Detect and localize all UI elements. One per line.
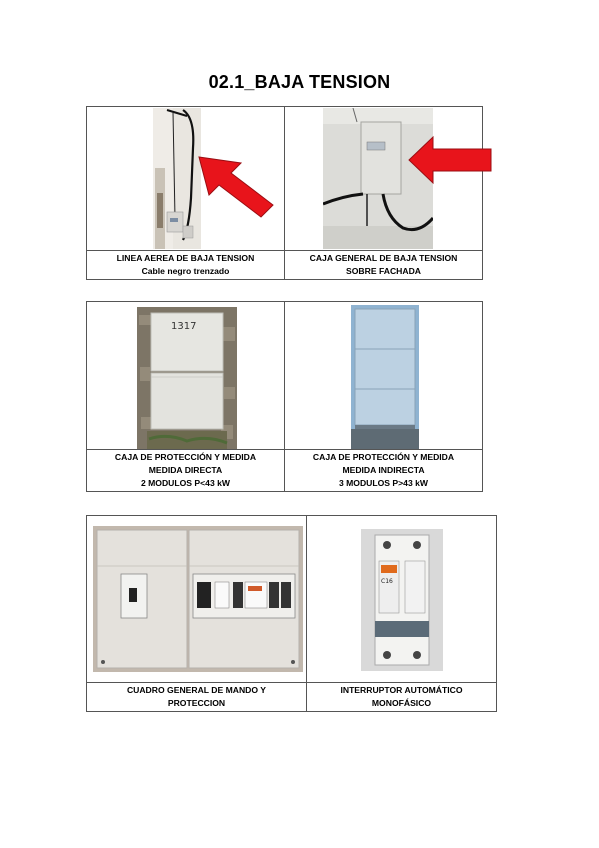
overhead-low-voltage-line-photo [153, 108, 201, 249]
caption-protection-box-direct: CAJA DE PROTECCIÓN Y MEDIDA MEDIDA DIREC… [86, 449, 285, 492]
photo-cell-protection-box-indirect [284, 301, 483, 450]
box-number-label: 1317 [171, 321, 196, 332]
photo-table-1: LINEA AEREA DE BAJA TENSION Cable negro … [86, 106, 492, 280]
caption-control-panel: CUADRO GENERAL DE MANDO Y PROTECCION [86, 682, 307, 712]
breaker-rating-label: C16 [381, 578, 393, 585]
photo-cell-overhead-line [86, 106, 285, 251]
red-arrow-icon [198, 156, 274, 218]
general-control-panel-photo [93, 526, 303, 672]
photo-table-3: C16 CUADRO GENERAL DE MANDO Y PROTECCION… [86, 515, 497, 712]
photo-cell-general-box [284, 106, 492, 251]
red-arrow-icon [408, 135, 492, 185]
photo-cell-control-panel [86, 515, 307, 683]
caption-breaker: INTERRUPTOR AUTOMÁTICO MONOFÁSICO [306, 682, 497, 712]
photo-cell-breaker: C16 [306, 515, 497, 683]
general-low-voltage-box-photo [323, 108, 433, 249]
caption-protection-box-indirect: CAJA DE PROTECCIÓN Y MEDIDA MEDIDA INDIR… [284, 449, 483, 492]
caption-overhead-line: LINEA AEREA DE BAJA TENSION Cable negro … [86, 250, 285, 280]
photo-table-2: 1317 CAJA DE PROTECCIÓN Y MEDIDA [86, 301, 483, 492]
page-title: 02.1_BAJA TENSION [208, 72, 391, 92]
caption-general-box: CAJA GENERAL DE BAJA TENSION SOBRE FACHA… [284, 250, 483, 280]
photo-cell-protection-box-direct: 1317 [86, 301, 285, 450]
protection-measure-box-indirect-photo [351, 305, 419, 449]
protection-measure-box-direct-photo: 1317 [137, 307, 237, 449]
single-phase-breaker-photo: C16 [361, 529, 443, 671]
